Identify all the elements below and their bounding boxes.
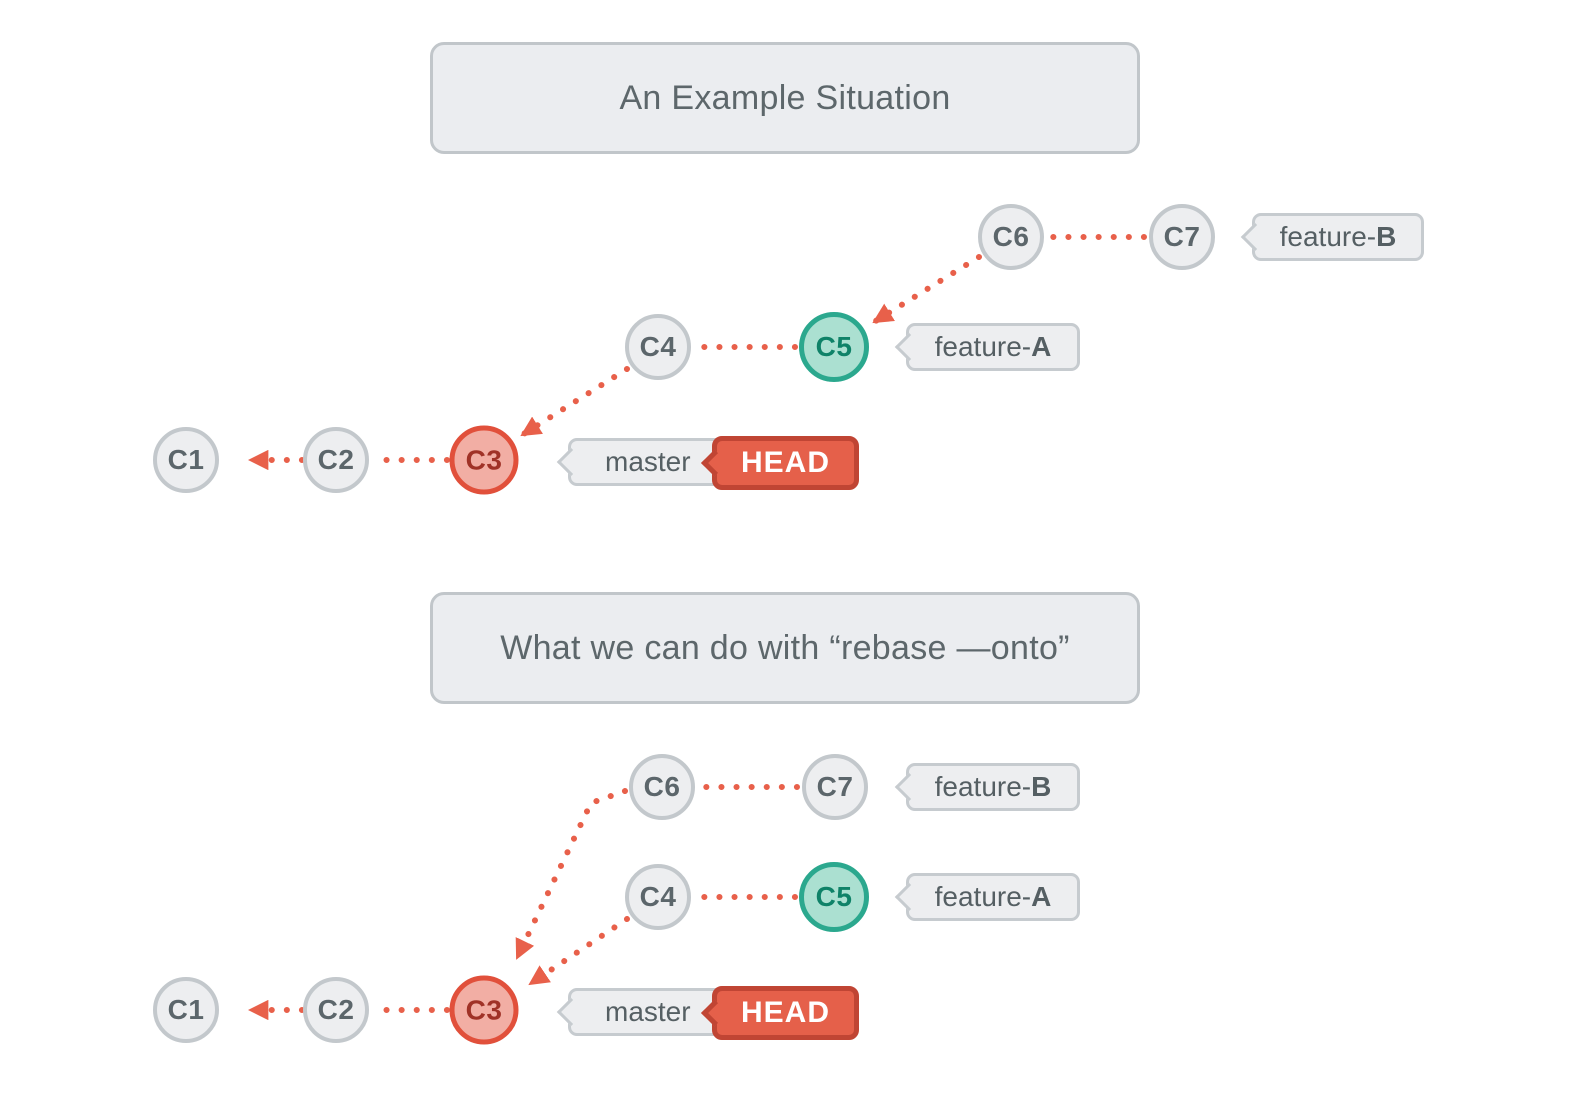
- branch-label-text: feature-A: [934, 331, 1052, 362]
- section-title-rebase-onto: What we can do with “rebase —onto”: [430, 592, 1140, 704]
- branch-label-top-feature-a: feature-A: [906, 323, 1080, 371]
- commit-node-top-c5: C5: [799, 312, 869, 382]
- commit-node-top-c7: C7: [1149, 204, 1215, 270]
- commit-node-top-c6: C6: [978, 204, 1044, 270]
- branch-label-top-feature-b: feature-B: [1252, 213, 1424, 261]
- commit-node-top-c1: C1: [153, 427, 219, 493]
- head-badge-bottom: HEAD: [712, 986, 859, 1040]
- branch-label-text: master: [605, 996, 691, 1027]
- edge-top-c6-c5: [871, 254, 982, 325]
- head-badge-top: HEAD: [712, 436, 859, 490]
- edge-top-c4-c3: [519, 366, 630, 438]
- commit-node-bottom-c1: C1: [153, 977, 219, 1043]
- head-badge-text: HEAD: [740, 446, 830, 479]
- edge-bottom-c6-c3: [514, 788, 628, 961]
- section-title-example-situation: An Example Situation: [430, 42, 1140, 154]
- branch-label-bottom-feature-a: feature-A: [906, 873, 1080, 921]
- commit-node-bottom-c5: C5: [799, 862, 869, 932]
- commit-node-bottom-c3: C3: [449, 975, 519, 1045]
- commit-node-top-c3: C3: [449, 425, 519, 495]
- edge-bottom-c4-c3: [527, 916, 630, 987]
- branch-label-text: feature-B: [934, 771, 1052, 802]
- commit-node-top-c2: C2: [303, 427, 369, 493]
- branch-label-text: feature-A: [934, 881, 1052, 912]
- commit-node-bottom-c2: C2: [303, 977, 369, 1043]
- section-title-text: What we can do with “rebase —onto”: [500, 628, 1070, 667]
- branch-label-text: master: [605, 446, 691, 477]
- section-title-text: An Example Situation: [619, 78, 951, 117]
- commit-node-top-c4: C4: [625, 314, 691, 380]
- commit-node-bottom-c4: C4: [625, 864, 691, 930]
- commit-node-bottom-c7: C7: [802, 754, 868, 820]
- branch-label-bottom-feature-b: feature-B: [906, 763, 1080, 811]
- commit-node-bottom-c6: C6: [629, 754, 695, 820]
- head-badge-text: HEAD: [740, 996, 830, 1029]
- branch-label-text: feature-B: [1279, 221, 1397, 252]
